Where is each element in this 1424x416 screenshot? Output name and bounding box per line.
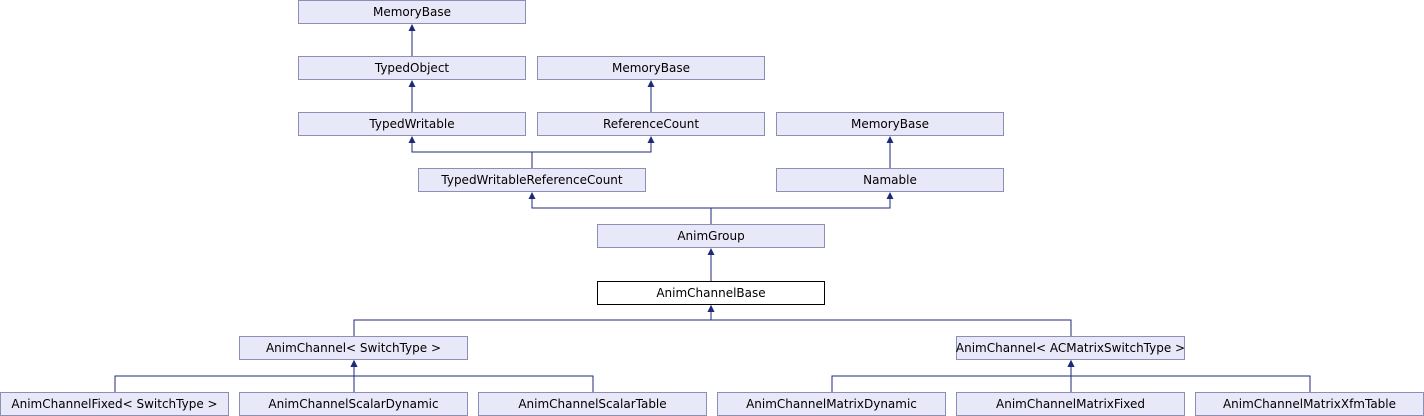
- node-namable[interactable]: Namable: [776, 168, 1004, 192]
- node-typedobject[interactable]: TypedObject: [298, 56, 526, 80]
- node-animchannelscalartable[interactable]: AnimChannelScalarTable: [478, 392, 707, 416]
- node-typedwritablereferencecount[interactable]: TypedWritableReferenceCount: [418, 168, 646, 192]
- node-animchannel-acmatrixswitchtype[interactable]: AnimChannel< ACMatrixSwitchType >: [956, 336, 1185, 360]
- node-animchannelmatrixxfmtable[interactable]: AnimChannelMatrixXfmTable: [1195, 392, 1424, 416]
- inheritance-arrowhead-ag-to-twrc: [528, 192, 536, 199]
- node-memorybase-right[interactable]: MemoryBase: [776, 112, 1004, 136]
- node-animgroup[interactable]: AnimGroup: [597, 224, 825, 248]
- inheritance-arrowhead-acmx-to-acmst: [1067, 360, 1075, 367]
- node-animchannel-switchtype[interactable]: AnimChannel< SwitchType >: [239, 336, 468, 360]
- inheritance-arrowhead-nam-to-mb3: [886, 136, 894, 143]
- inheritance-arrowhead-acsta-to-acst: [350, 360, 358, 367]
- node-animchannelbase-current: AnimChannelBase: [597, 281, 825, 305]
- node-animchannelmatrixdynamic[interactable]: AnimChannelMatrixDynamic: [717, 392, 946, 416]
- node-referencecount[interactable]: ReferenceCount: [537, 112, 765, 136]
- inheritance-edge-twrc-to-rc: [531, 142, 652, 168]
- inheritance-edge-acmd-to-acmst: [831, 366, 1072, 392]
- inheritance-edge-acst-to-acb: [353, 311, 712, 336]
- inheritance-edge-acmx-to-acmst: [1070, 366, 1311, 392]
- node-animchannelfixed-switchtype[interactable]: AnimChannelFixed< SwitchType >: [0, 392, 229, 416]
- inheritance-arrowhead-tw-to-to: [408, 80, 416, 87]
- inheritance-arrowhead-to-to-mb1: [408, 24, 416, 31]
- node-memorybase-middle[interactable]: MemoryBase: [537, 56, 765, 80]
- inheritance-edge-acmst-to-acb: [710, 311, 1072, 336]
- inheritance-edge-ag-to-nam: [710, 198, 891, 224]
- inheritance-arrowhead-acmst-to-acb: [707, 305, 715, 312]
- inheritance-edge-acsta-to-acst: [353, 366, 594, 392]
- node-memorybase-top[interactable]: MemoryBase: [298, 0, 526, 24]
- inheritance-edge-ag-to-twrc: [531, 198, 712, 224]
- inheritance-arrowhead-rc-to-mb2: [647, 80, 655, 87]
- node-animchannelscalardynamic[interactable]: AnimChannelScalarDynamic: [239, 392, 468, 416]
- inheritance-edge-acf-to-acst: [114, 366, 355, 392]
- inheritance-arrowhead-twrc-to-rc: [647, 136, 655, 143]
- inheritance-arrowhead-acb-to-ag: [707, 248, 715, 255]
- inheritance-edge-twrc-to-tw: [411, 142, 533, 168]
- inheritance-arrowhead-ag-to-nam: [886, 192, 894, 199]
- inheritance-arrowhead-twrc-to-tw: [408, 136, 416, 143]
- node-typedwritable[interactable]: TypedWritable: [298, 112, 526, 136]
- node-animchannelmatrixfixed[interactable]: AnimChannelMatrixFixed: [956, 392, 1185, 416]
